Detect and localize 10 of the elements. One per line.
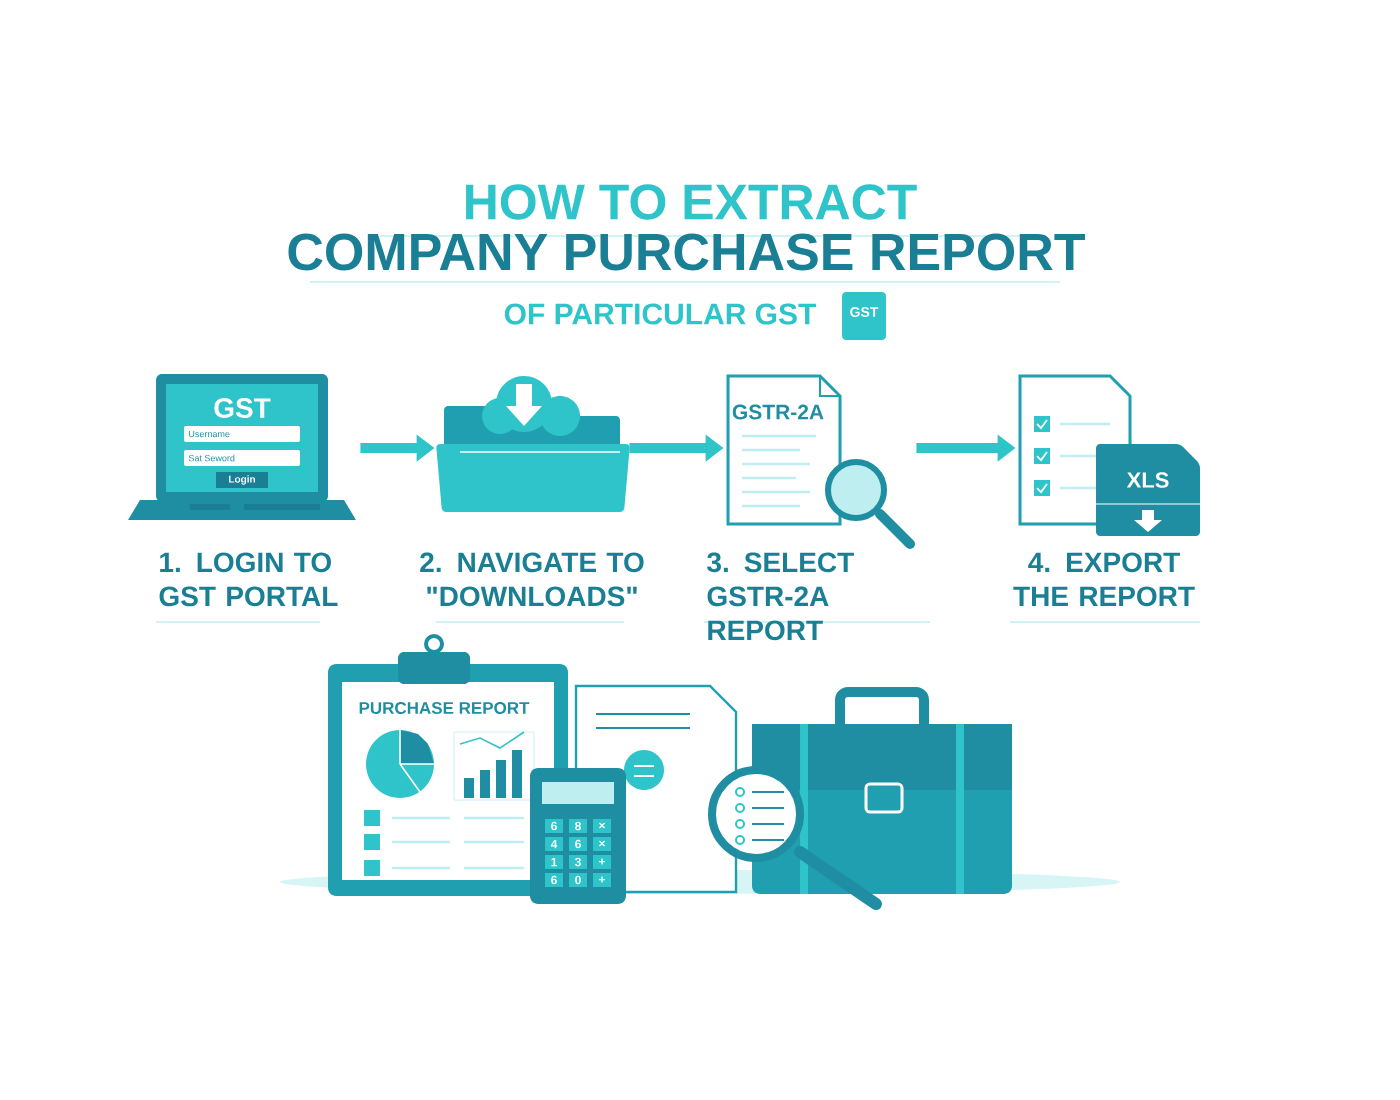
file-type-label: XLS: [1126, 472, 1169, 488]
title: HOW TO EXTRACT: [466, 184, 917, 220]
step-label: 1. LOGIN TO GST PORTAL: [159, 552, 338, 607]
step-label: 4. EXPORT THE REPORT: [1013, 552, 1195, 607]
step-label: 3. SELECT GSTR-2A REPORT: [707, 552, 854, 641]
folder-drawing: [436, 376, 630, 512]
subtitle: COMPANY PURCHASE REPORT: [288, 233, 1085, 271]
subtitle: OF PARTICULAR GST: [504, 303, 817, 325]
step-label: 2. NAVIGATE TO "DOWNLOADS": [420, 552, 644, 607]
report-heading: PURCHASE REPORT: [359, 702, 530, 714]
